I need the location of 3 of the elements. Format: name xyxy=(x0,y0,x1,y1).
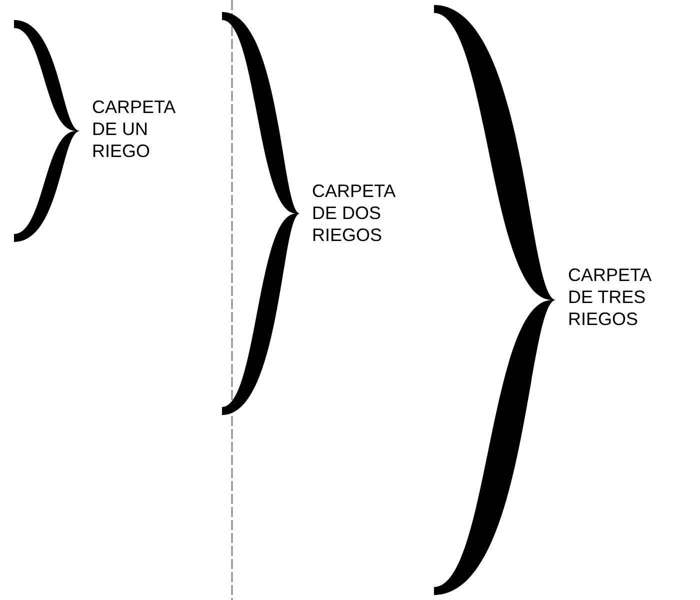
brace-label: CARPETA DE UN RIEGO xyxy=(92,96,176,162)
brace-label: CARPETA DE DOS RIEGOS xyxy=(312,180,396,246)
brace-label: CARPETA DE TRES RIEGOS xyxy=(568,264,652,330)
